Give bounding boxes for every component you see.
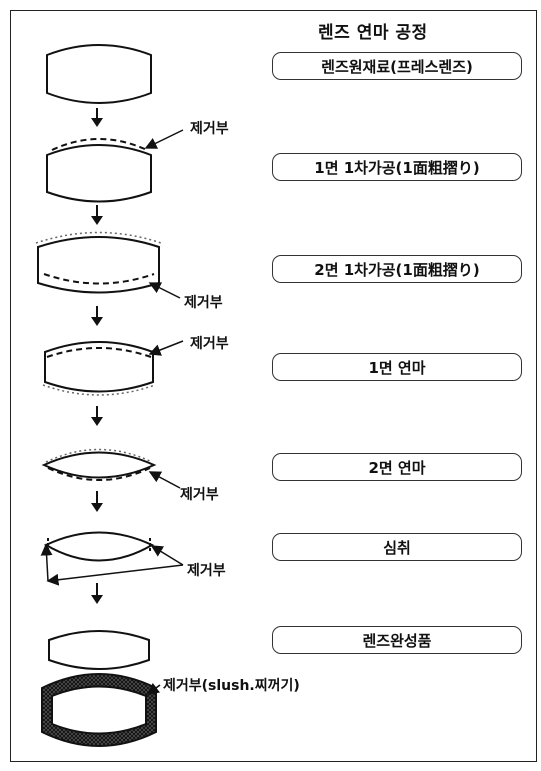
step-box-raw-material: 렌즈원재료(프레스렌즈) — [272, 52, 522, 80]
lens-side1-polish — [42, 341, 156, 396]
step-label: 2면 연마 — [368, 458, 426, 477]
step-box-side2-rough: 2면 1차가공(1面粗摺り) — [272, 255, 522, 283]
step-box-side1-rough: 1면 1차가공(1面粗摺り) — [272, 153, 522, 181]
removal-label: 제거부 — [190, 336, 229, 352]
removal-label: 제거부 — [184, 295, 223, 311]
removal-label: 제거부 — [180, 487, 219, 503]
lens-side2-rough — [35, 231, 162, 294]
removal-label: 제거부 — [187, 563, 226, 579]
lens-side2-polish — [41, 448, 157, 481]
step-label: 렌즈원재료(프레스렌즈) — [321, 57, 473, 76]
step-label: 1면 연마 — [368, 358, 426, 377]
lens-centering — [43, 531, 155, 562]
step-box-centering: 심취 — [272, 533, 522, 561]
step-label: 렌즈완성품 — [362, 631, 432, 650]
removal-slush-label: 제거부(slush.찌꺼기) — [163, 678, 300, 694]
diagram-title: 렌즈 연마 공정 — [318, 23, 428, 43]
label-pointers — [40, 129, 184, 695]
step-label: 심취 — [383, 538, 411, 557]
step-label: 2면 1차가공(1面粗摺り) — [314, 260, 480, 279]
lens-raw — [46, 44, 152, 104]
step-box-side1-polish: 1면 연마 — [272, 353, 522, 381]
step-box-side2-polish: 2면 연마 — [272, 453, 522, 481]
lens-finished — [48, 630, 150, 670]
removal-label: 제거부 — [190, 121, 229, 137]
step-box-finished-lens: 렌즈완성품 — [272, 626, 522, 654]
lens-side1-rough — [46, 138, 152, 203]
lens-removed-material — [41, 673, 157, 747]
step-label: 1면 1차가공(1面粗摺り) — [314, 158, 480, 177]
flow-arrows — [91, 108, 103, 604]
